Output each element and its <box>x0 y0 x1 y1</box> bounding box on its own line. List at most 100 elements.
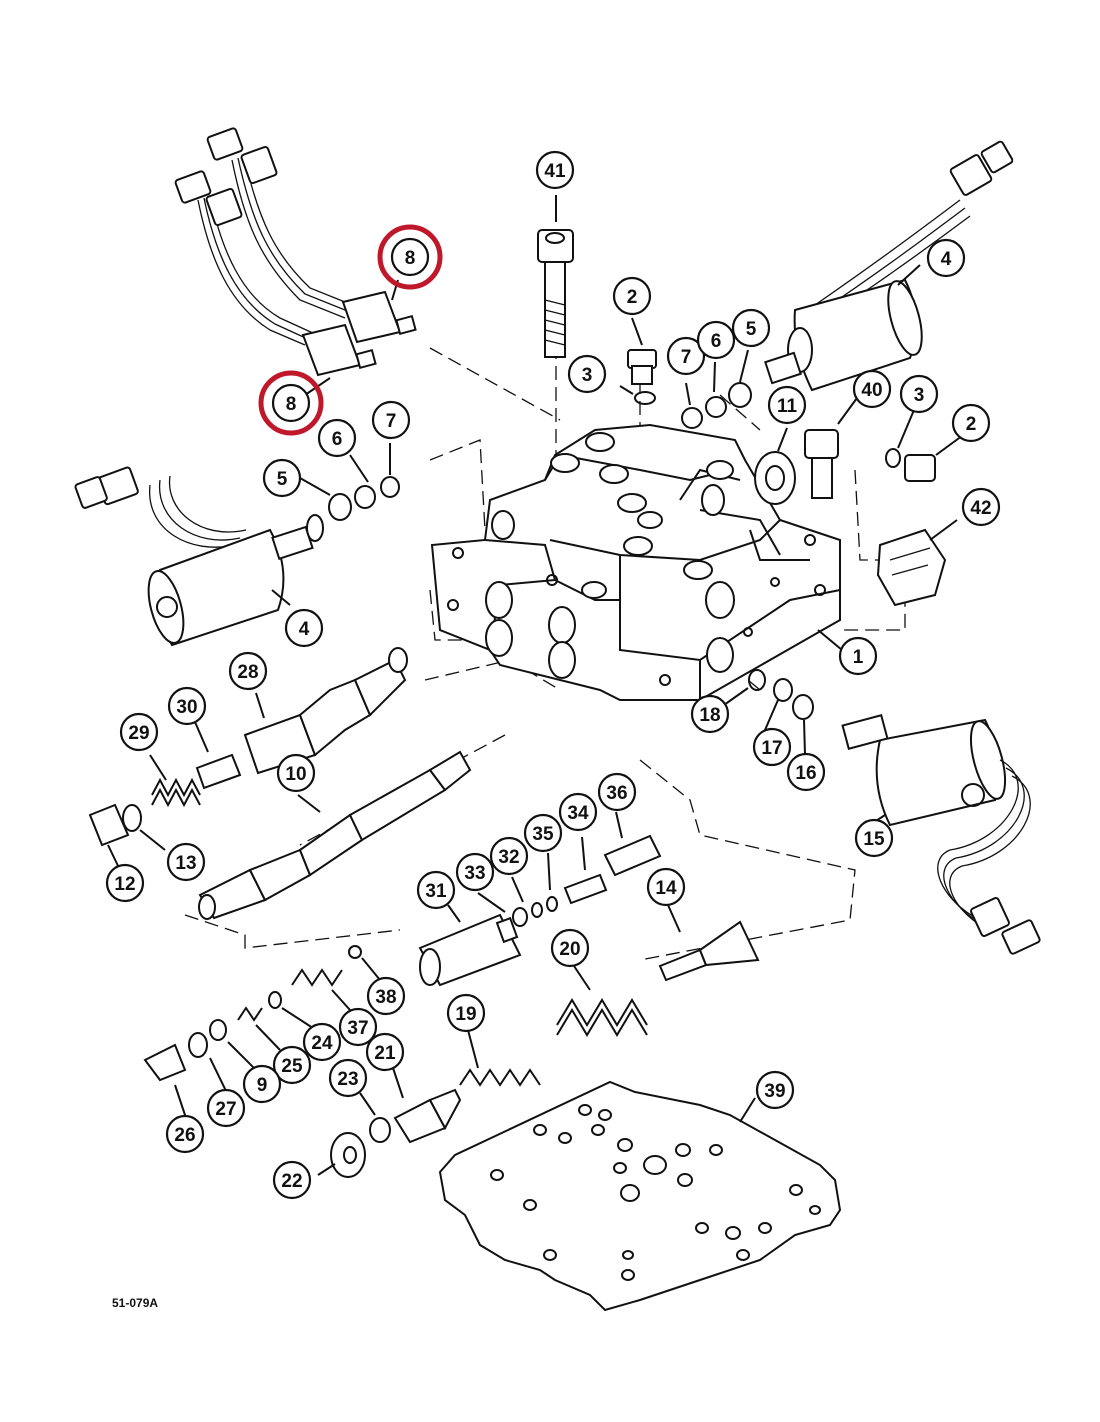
callout-circle <box>167 686 207 726</box>
callout-number: 21 <box>374 1043 396 1064</box>
callout-circle <box>535 150 575 190</box>
callout-number: 2 <box>966 414 977 435</box>
callout-number: 6 <box>332 429 343 450</box>
callout-7: 7 <box>371 400 411 440</box>
callout-circle <box>852 369 892 409</box>
callout-circle <box>899 374 939 414</box>
solenoid-lower-right <box>748 669 1041 955</box>
callout-8: 8 <box>377 224 443 290</box>
callout-circle <box>302 1022 342 1062</box>
callout-circle <box>854 818 894 858</box>
callout-number: 20 <box>559 939 580 960</box>
callout-circle <box>338 1007 378 1047</box>
callout-number: 5 <box>277 469 288 490</box>
callout-34: 34 <box>558 792 598 832</box>
callout-number: 31 <box>425 881 447 902</box>
callout-circle <box>838 636 878 676</box>
callout-circle <box>597 772 637 812</box>
callout-1: 1 <box>838 636 878 676</box>
callout-13: 13 <box>166 842 206 882</box>
callout-number: 15 <box>863 829 885 850</box>
callout-circle <box>284 608 324 648</box>
callout-26: 26 <box>165 1114 205 1154</box>
callout-19: 19 <box>446 993 486 1033</box>
callout-circle <box>767 385 807 425</box>
callout-circle <box>272 1160 312 1200</box>
callout-25: 25 <box>272 1045 312 1085</box>
callout-number: 8 <box>405 248 416 269</box>
callout-22: 22 <box>272 1160 312 1200</box>
callout-number: 7 <box>681 347 692 368</box>
callout-number: 35 <box>532 824 554 845</box>
callout-circle <box>166 842 206 882</box>
callout-circle <box>317 418 357 458</box>
upper-small-parts <box>328 229 947 607</box>
sensor-pair <box>174 127 417 377</box>
callout-circle <box>371 400 411 440</box>
callout-17: 17 <box>752 727 792 767</box>
callout-number: 19 <box>455 1004 476 1025</box>
callout-number: 18 <box>699 705 720 726</box>
callout-15: 15 <box>854 818 894 858</box>
callout-number: 25 <box>281 1056 303 1077</box>
callout-number: 40 <box>861 380 882 401</box>
callout-circle <box>567 354 607 394</box>
callout-circle <box>926 238 966 278</box>
callout-circle <box>416 870 456 910</box>
callout-16: 16 <box>786 752 826 792</box>
separator-plate <box>438 1080 842 1312</box>
callout-circle <box>446 993 486 1033</box>
callout-37: 37 <box>338 1007 378 1047</box>
callout-number: 9 <box>257 1075 268 1096</box>
callout-number: 33 <box>464 863 485 884</box>
callout-circle <box>228 651 268 691</box>
callout-number: 24 <box>311 1033 333 1054</box>
callout-number: 3 <box>582 365 593 386</box>
callout-circle <box>262 458 302 498</box>
callout-number: 7 <box>386 411 397 432</box>
callout-number: 28 <box>237 662 258 683</box>
callout-number: 42 <box>970 498 991 519</box>
callout-3: 3 <box>899 374 939 414</box>
figure-id-label: 51-079A <box>112 1296 159 1310</box>
callout-35: 35 <box>523 813 563 853</box>
callout-number: 10 <box>285 764 306 785</box>
callout-number: 8 <box>286 394 297 415</box>
callout-circle <box>786 752 826 792</box>
callout-number: 38 <box>375 987 396 1008</box>
callout-29: 29 <box>119 712 159 752</box>
callout-circle <box>696 320 736 360</box>
callout-number: 32 <box>498 847 519 868</box>
callout-number: 39 <box>764 1081 785 1102</box>
callout-8: 8 <box>258 370 324 436</box>
callout-circle <box>365 1032 405 1072</box>
callout-number: 22 <box>281 1171 302 1192</box>
callout-27: 27 <box>206 1088 246 1128</box>
callout-38: 38 <box>366 976 406 1016</box>
callout-5: 5 <box>731 308 771 348</box>
callout-4: 4 <box>926 238 966 278</box>
callout-3: 3 <box>567 354 607 394</box>
callout-42: 42 <box>961 487 1001 527</box>
callout-5: 5 <box>262 458 302 498</box>
solenoid-upper-right <box>764 140 1014 392</box>
callout-circle <box>755 1070 795 1110</box>
callout-31: 31 <box>416 870 456 910</box>
callout-14: 14 <box>646 867 686 907</box>
callout-circle <box>961 487 1001 527</box>
solenoid-left <box>74 466 324 647</box>
callout-7: 7 <box>666 336 706 376</box>
callout-6: 6 <box>317 418 357 458</box>
callout-10: 10 <box>276 753 316 793</box>
callout-circle <box>455 852 495 892</box>
callout-circle <box>690 694 730 734</box>
callout-number: 5 <box>746 319 757 340</box>
callout-circle <box>612 276 652 316</box>
callout-circle <box>390 237 430 277</box>
callout-number: 3 <box>914 385 925 406</box>
callout-20: 20 <box>550 928 590 968</box>
callout-11: 11 <box>767 385 807 425</box>
callout-number: 11 <box>777 396 798 417</box>
callout-39: 39 <box>755 1070 795 1110</box>
callout-circle <box>666 336 706 376</box>
